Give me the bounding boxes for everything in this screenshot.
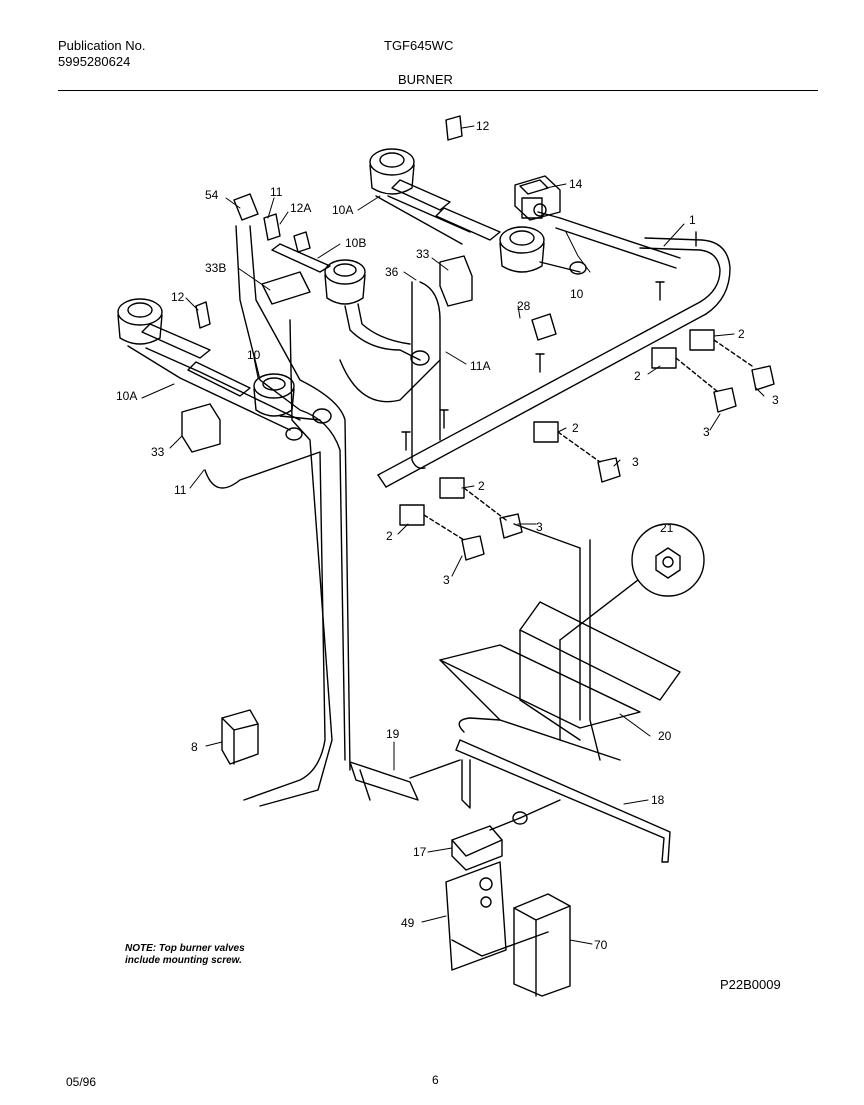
label-2-d: 2 [478,479,485,493]
valve-note-line-2: include mounting screw. [125,955,242,966]
label-8: 8 [191,740,198,754]
label-2-e: 2 [386,529,393,543]
label-11-top: 11 [270,185,283,199]
oven-burner [455,523,671,863]
label-3-b: 3 [703,425,710,439]
mounting-brackets [181,115,557,453]
label-1: 1 [689,213,696,227]
screws [401,231,697,451]
label-10a-left: 10A [116,389,137,403]
spark-module [221,709,259,765]
label-49: 49 [401,916,415,930]
label-33b: 33B [205,261,226,275]
label-2-c: 2 [572,421,579,435]
model-number: TGF645WC [384,38,454,53]
label-12: 12 [476,119,490,133]
valve-note-line-1: NOTE: Top burner valves [125,943,245,954]
label-19: 19 [386,727,400,741]
footer-date: 05/96 [66,1075,97,1089]
label-33-top: 33 [416,247,430,261]
header-rule [58,90,818,91]
gas-supply-tube [521,197,681,269]
safety-valve-assembly [445,799,571,997]
label-10b: 10B [345,236,366,250]
igniter-wires [204,225,441,807]
label-70: 70 [594,938,608,952]
nut-callout [559,523,705,641]
burner-brackets [141,179,501,397]
burner-valves [399,329,775,561]
section-title: BURNER [398,72,453,87]
label-36: 36 [385,265,399,279]
label-28: 28 [517,299,531,313]
label-10a-top: 10A [332,203,353,217]
label-20: 20 [658,729,672,743]
top-burners [117,148,587,441]
label-12a: 12A [290,201,311,215]
label-21: 21 [660,521,674,535]
label-2-a: 2 [738,327,745,341]
oven-igniter [349,759,461,801]
label-17: 17 [413,845,427,859]
leader-lines [141,125,765,945]
publication-number: 5995280624 [58,54,131,69]
valve-note: NOTE: Top burner valves include mounting… [125,943,245,967]
drawing-code: P22B0009 [720,977,781,992]
label-11-left: 11 [174,483,187,497]
part-labels: 12 14 1 54 11 12A 10A 10B 33 33B 36 10 1… [116,119,779,952]
label-10-top: 10 [570,287,584,301]
label-3-e: 3 [443,573,450,587]
label-18: 18 [651,793,665,807]
page-number: 6 [432,1073,439,1087]
manifold-pipe [377,237,731,488]
publication-label: Publication No. [58,38,146,53]
label-54: 54 [205,188,219,202]
oven-baffle [439,601,681,761]
label-3-a: 3 [772,393,779,407]
label-14: 14 [569,177,583,191]
label-3-c: 3 [632,455,639,469]
label-33-left: 33 [151,445,165,459]
label-12-left: 12 [171,290,185,304]
label-3-d: 3 [536,520,543,534]
label-10-left: 10 [247,348,261,362]
label-11a: 11A [470,359,490,373]
label-2-b: 2 [634,369,641,383]
